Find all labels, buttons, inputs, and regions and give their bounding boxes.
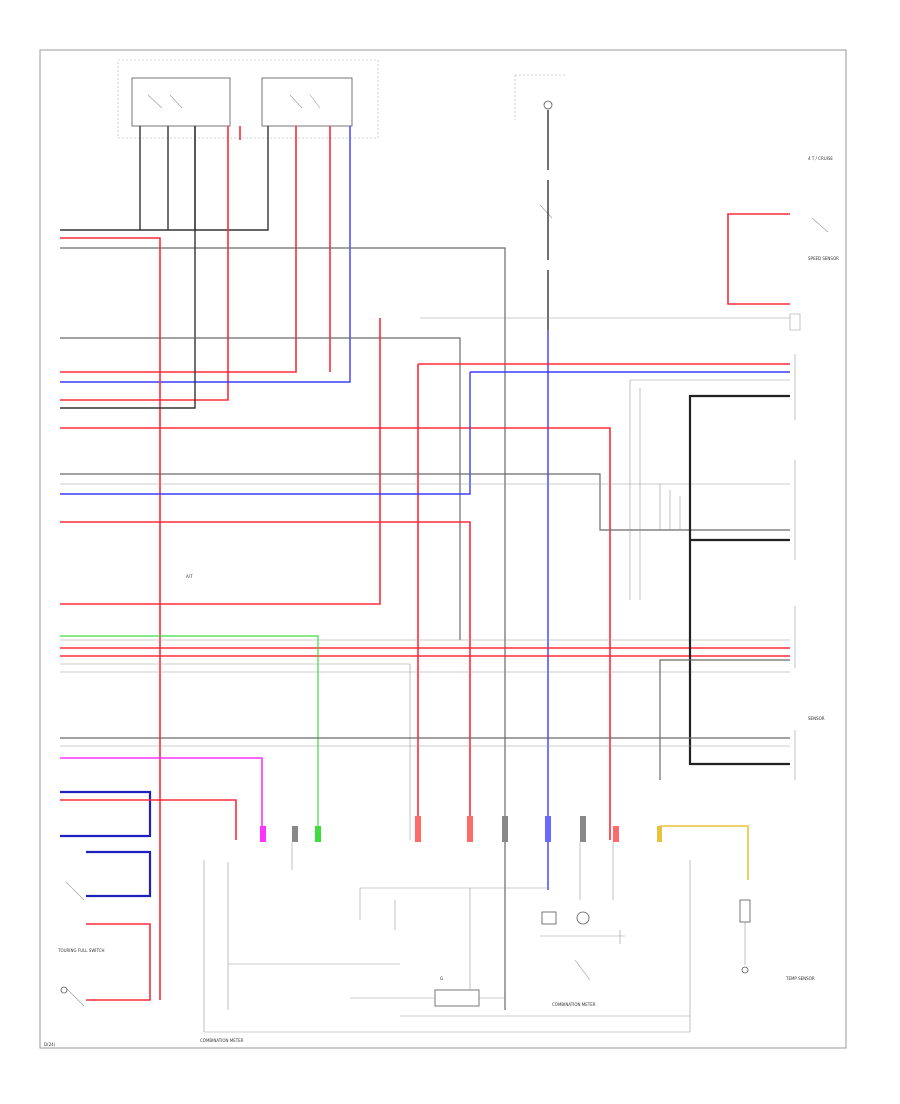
right-switch: [811, 217, 829, 233]
right-label-2: SPEED SENSOR: [808, 256, 839, 261]
meter-gauge: [576, 911, 590, 925]
pin-red-2: [467, 816, 473, 842]
pin-red-3: [613, 826, 619, 842]
sensor-chain-top: [514, 74, 565, 330]
sensor-node-1: [543, 100, 553, 110]
wire-blue-1: [60, 126, 351, 383]
ground-symbol: [741, 966, 749, 974]
harness-thin-right: [629, 379, 790, 600]
meter-inner-2: [359, 887, 550, 930]
pin-gray-1: [292, 826, 298, 842]
footer-label: COMBINATION METER: [200, 1038, 244, 1043]
wire-red-5: [60, 427, 611, 840]
bus-thin-4: [60, 663, 411, 840]
pin-yellow: [657, 826, 662, 842]
wire-red-long-left: [60, 237, 161, 1000]
pin-green: [315, 826, 321, 842]
bottom-left-tag: D(24): [44, 1042, 56, 1047]
wire-red-1: [60, 126, 229, 401]
wire-blue-loop-2: [86, 850, 152, 898]
connector-row: [260, 816, 619, 842]
harness-dark-right-1: [688, 394, 790, 766]
ground-ref-label: G: [440, 976, 443, 981]
pin-gray-2: [502, 816, 508, 842]
wire-black-return: [60, 126, 196, 409]
meter-lamp: [541, 911, 557, 925]
wire-yellow: [660, 825, 749, 880]
relay-switch-contacts: [147, 94, 321, 109]
wire-green: [60, 635, 319, 840]
wire-red-7: [60, 521, 471, 840]
meter-box-outline: [203, 860, 691, 1033]
center-label: A/T: [186, 574, 193, 579]
wire-black-4: [140, 126, 269, 231]
sensor-switch: [539, 204, 553, 219]
left-switches: [65, 881, 85, 1007]
relay-group-top-left: [117, 59, 379, 139]
meter-resistor: [434, 989, 480, 1007]
bus-gray-2: [60, 473, 790, 531]
wire-red-right-loop: [727, 213, 790, 305]
wire-red-4: [60, 318, 381, 605]
wire-red-2: [60, 126, 297, 373]
bus-gray-1: [60, 337, 461, 640]
meter-inner-3: [350, 888, 505, 999]
pin-gray-3: [580, 816, 586, 842]
harness-thin-right-2: [659, 484, 681, 530]
wire-blue-loop-1: [60, 790, 152, 838]
right-label-1: 4 T / CRUISE: [808, 156, 833, 161]
right-connector-1: [789, 313, 801, 331]
wire-red-10: [60, 799, 237, 840]
sensor-enclosure: [514, 74, 565, 120]
left-switch-node: [60, 986, 68, 994]
relay-2: [261, 77, 353, 127]
pin-pink: [260, 826, 266, 842]
left-lower-box-label: TOURING FULL SWITCH: [57, 948, 104, 953]
connector-drops: [291, 842, 614, 900]
wire-gray-long: [60, 247, 506, 1010]
wire-blue-3: [60, 372, 471, 495]
meter-inner-4: [540, 930, 625, 981]
relay-1: [131, 77, 231, 127]
harness-gray-right: [659, 659, 790, 780]
pin-red-1: [415, 816, 421, 842]
right-label-4: TEMP SENSOR: [785, 976, 815, 981]
right-meter-box-label: COMBINATION METER: [552, 1002, 596, 1007]
right-label-3: SENSOR: [808, 716, 825, 721]
relay-enclosure: [117, 59, 379, 139]
wire-black-1: [60, 126, 141, 231]
wire-pink: [60, 757, 263, 840]
speed-sensor: [739, 899, 751, 923]
meter-inner-1: [227, 862, 400, 1010]
wire-red-loop-3: [86, 923, 151, 1001]
diagram-frame: [39, 49, 847, 1049]
pin-blue: [545, 816, 551, 842]
